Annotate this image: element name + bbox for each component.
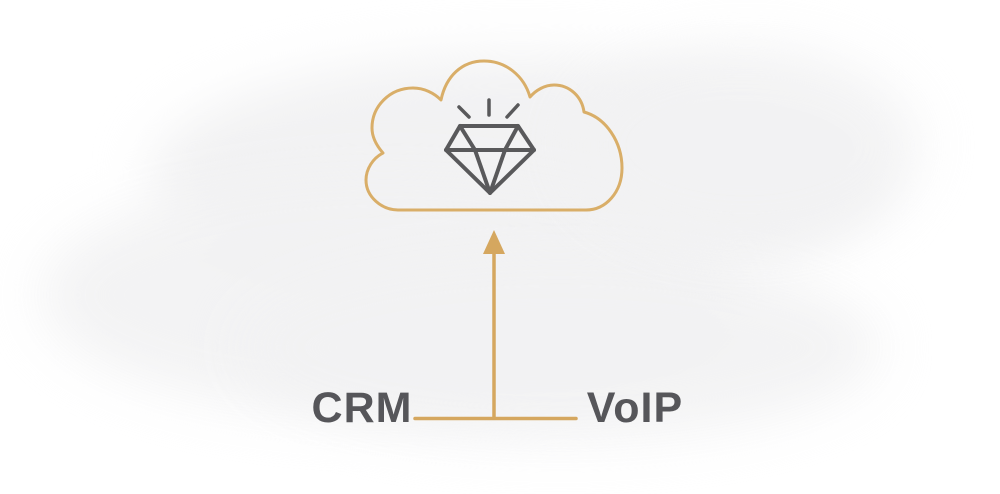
sparkle-rays-icon [457,98,520,119]
arrow-up-icon [483,230,505,419]
cloud-icon [364,59,624,212]
crm-label: CRM [311,384,413,432]
voip-label: VoIP [586,384,684,432]
background-wash [570,45,920,245]
diamond-icon [444,124,536,195]
background-wash [240,255,880,440]
